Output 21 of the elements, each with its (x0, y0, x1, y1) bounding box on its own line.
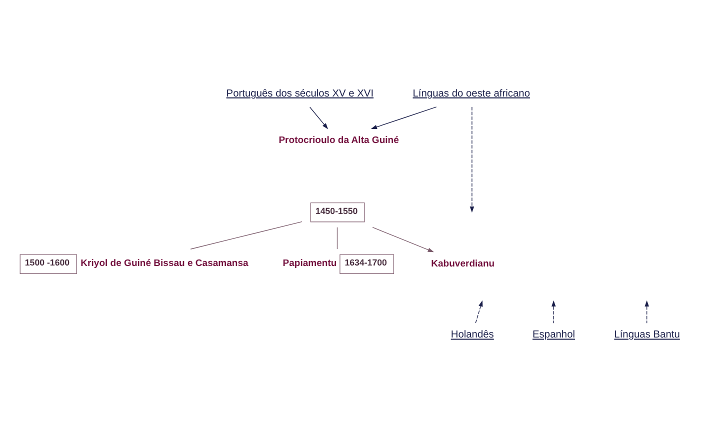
arrow (372, 226, 434, 252)
arrow (551, 300, 556, 323)
node-text: Português dos séculos XV e XVI (226, 88, 374, 99)
node-text: Kabuverdianu (431, 258, 495, 269)
node-text: Línguas do oeste africano (412, 88, 530, 99)
arrow (644, 300, 649, 323)
node-box: 1634-1700 (340, 254, 394, 274)
node-text: Línguas Bantu (614, 329, 680, 340)
arrow (370, 106, 437, 129)
connector (336, 226, 338, 249)
node-label: Papiamentu (282, 257, 337, 268)
node-text: Holandês (450, 329, 494, 340)
arrow (475, 300, 483, 323)
node-box: 1500 -1600 (20, 254, 77, 274)
connector (190, 220, 302, 249)
node-box: 1450-1550 (310, 202, 365, 222)
arrow (310, 106, 328, 129)
node-label: Kriyol de Guiné Bissau e Casamansa (80, 257, 248, 268)
node-text: Protocrioulo da Alta Guiné (278, 134, 399, 146)
node-text: Espanhol (532, 329, 576, 340)
arrow (470, 106, 474, 212)
